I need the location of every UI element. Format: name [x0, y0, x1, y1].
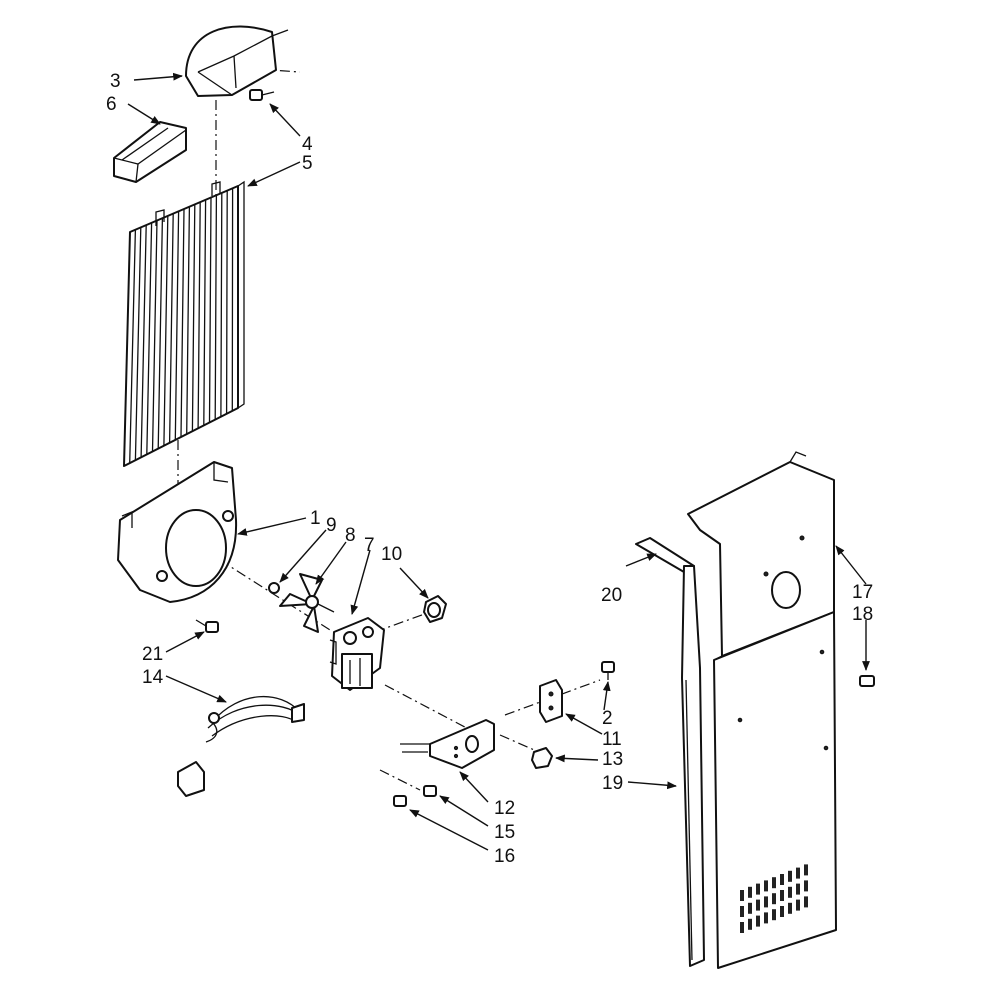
- vent-slot: [788, 870, 792, 882]
- callout-4: 4: [302, 134, 313, 155]
- vent-slot: [804, 864, 808, 876]
- screw-part-18: [859, 675, 875, 687]
- fan-shroud-part: [117, 461, 238, 603]
- grille-insert-part: [113, 121, 187, 183]
- callout-9: 9: [326, 515, 337, 536]
- nut-part: [268, 582, 280, 594]
- callout-5: 5: [302, 153, 313, 174]
- callout-10: 10: [381, 544, 402, 565]
- seal-strip-part: [635, 537, 705, 967]
- leader-lines: [127, 72, 870, 851]
- callout-8: 8: [345, 525, 356, 546]
- vent-slot: [772, 877, 776, 889]
- callout-2: 2: [602, 708, 613, 729]
- screw-part-2: [601, 661, 615, 680]
- nut-part-13: [531, 747, 553, 769]
- callout-15: 15: [494, 822, 515, 843]
- vent-slot: [796, 883, 800, 895]
- callout-17: 17: [852, 582, 873, 603]
- callout-12: 12: [494, 798, 515, 819]
- fan-blade-part: [279, 573, 335, 633]
- vent-slots: [740, 864, 808, 933]
- callout-14: 14: [142, 667, 164, 688]
- vent-slot: [748, 918, 752, 930]
- callout-7: 7: [364, 535, 375, 556]
- callout-16: 16: [494, 846, 515, 867]
- evaporator-cover-part: [123, 180, 245, 467]
- callout-20: 20: [601, 585, 622, 606]
- wire-harness-part: [177, 695, 305, 797]
- clip-part: [539, 679, 563, 723]
- screw-part-15: [423, 785, 437, 797]
- vent-slot: [740, 906, 744, 917]
- vent-slot: [740, 922, 744, 933]
- callout-21: 21: [142, 644, 163, 665]
- vent-slot: [804, 896, 808, 908]
- vent-slot: [780, 890, 784, 901]
- vent-slot: [788, 886, 792, 898]
- vent-slot: [772, 909, 776, 921]
- callout-13: 13: [602, 749, 623, 770]
- vent-slot: [748, 902, 752, 914]
- screw-part: [249, 89, 275, 101]
- callout-18: 18: [852, 604, 873, 625]
- fan-motor-part: [329, 617, 385, 691]
- callout-3: 3: [110, 71, 121, 92]
- callout-11: 11: [602, 729, 622, 750]
- vent-slot: [804, 880, 808, 892]
- vent-slot: [756, 883, 760, 895]
- callout-labels: 3 6 4 5 1 9 8 7 10 21 14 20 17 18 2 11 1…: [106, 71, 873, 867]
- callout-1: 1: [310, 508, 321, 529]
- vent-slot: [780, 906, 784, 917]
- alignment-lines: [177, 67, 601, 791]
- vent-slot: [788, 902, 792, 914]
- vent-slot: [764, 880, 768, 892]
- grommet-part: [423, 595, 447, 623]
- vent-slot: [756, 899, 760, 911]
- vent-slot: [748, 886, 752, 898]
- vent-slot: [780, 874, 784, 885]
- screw-part-21: [195, 619, 219, 633]
- vent-slot: [796, 899, 800, 911]
- motor-bracket-part: [400, 719, 495, 769]
- vent-slot: [772, 893, 776, 905]
- vent-slot: [796, 867, 800, 879]
- rear-panel-part: [687, 451, 837, 969]
- vent-slot: [764, 912, 768, 924]
- vent-slot: [740, 890, 744, 901]
- callout-6: 6: [106, 94, 117, 115]
- vent-slot: [756, 915, 760, 927]
- callout-19: 19: [602, 773, 623, 794]
- screw-part-16: [393, 795, 407, 807]
- air-duct-part: [185, 25, 289, 97]
- vent-slot: [764, 896, 768, 908]
